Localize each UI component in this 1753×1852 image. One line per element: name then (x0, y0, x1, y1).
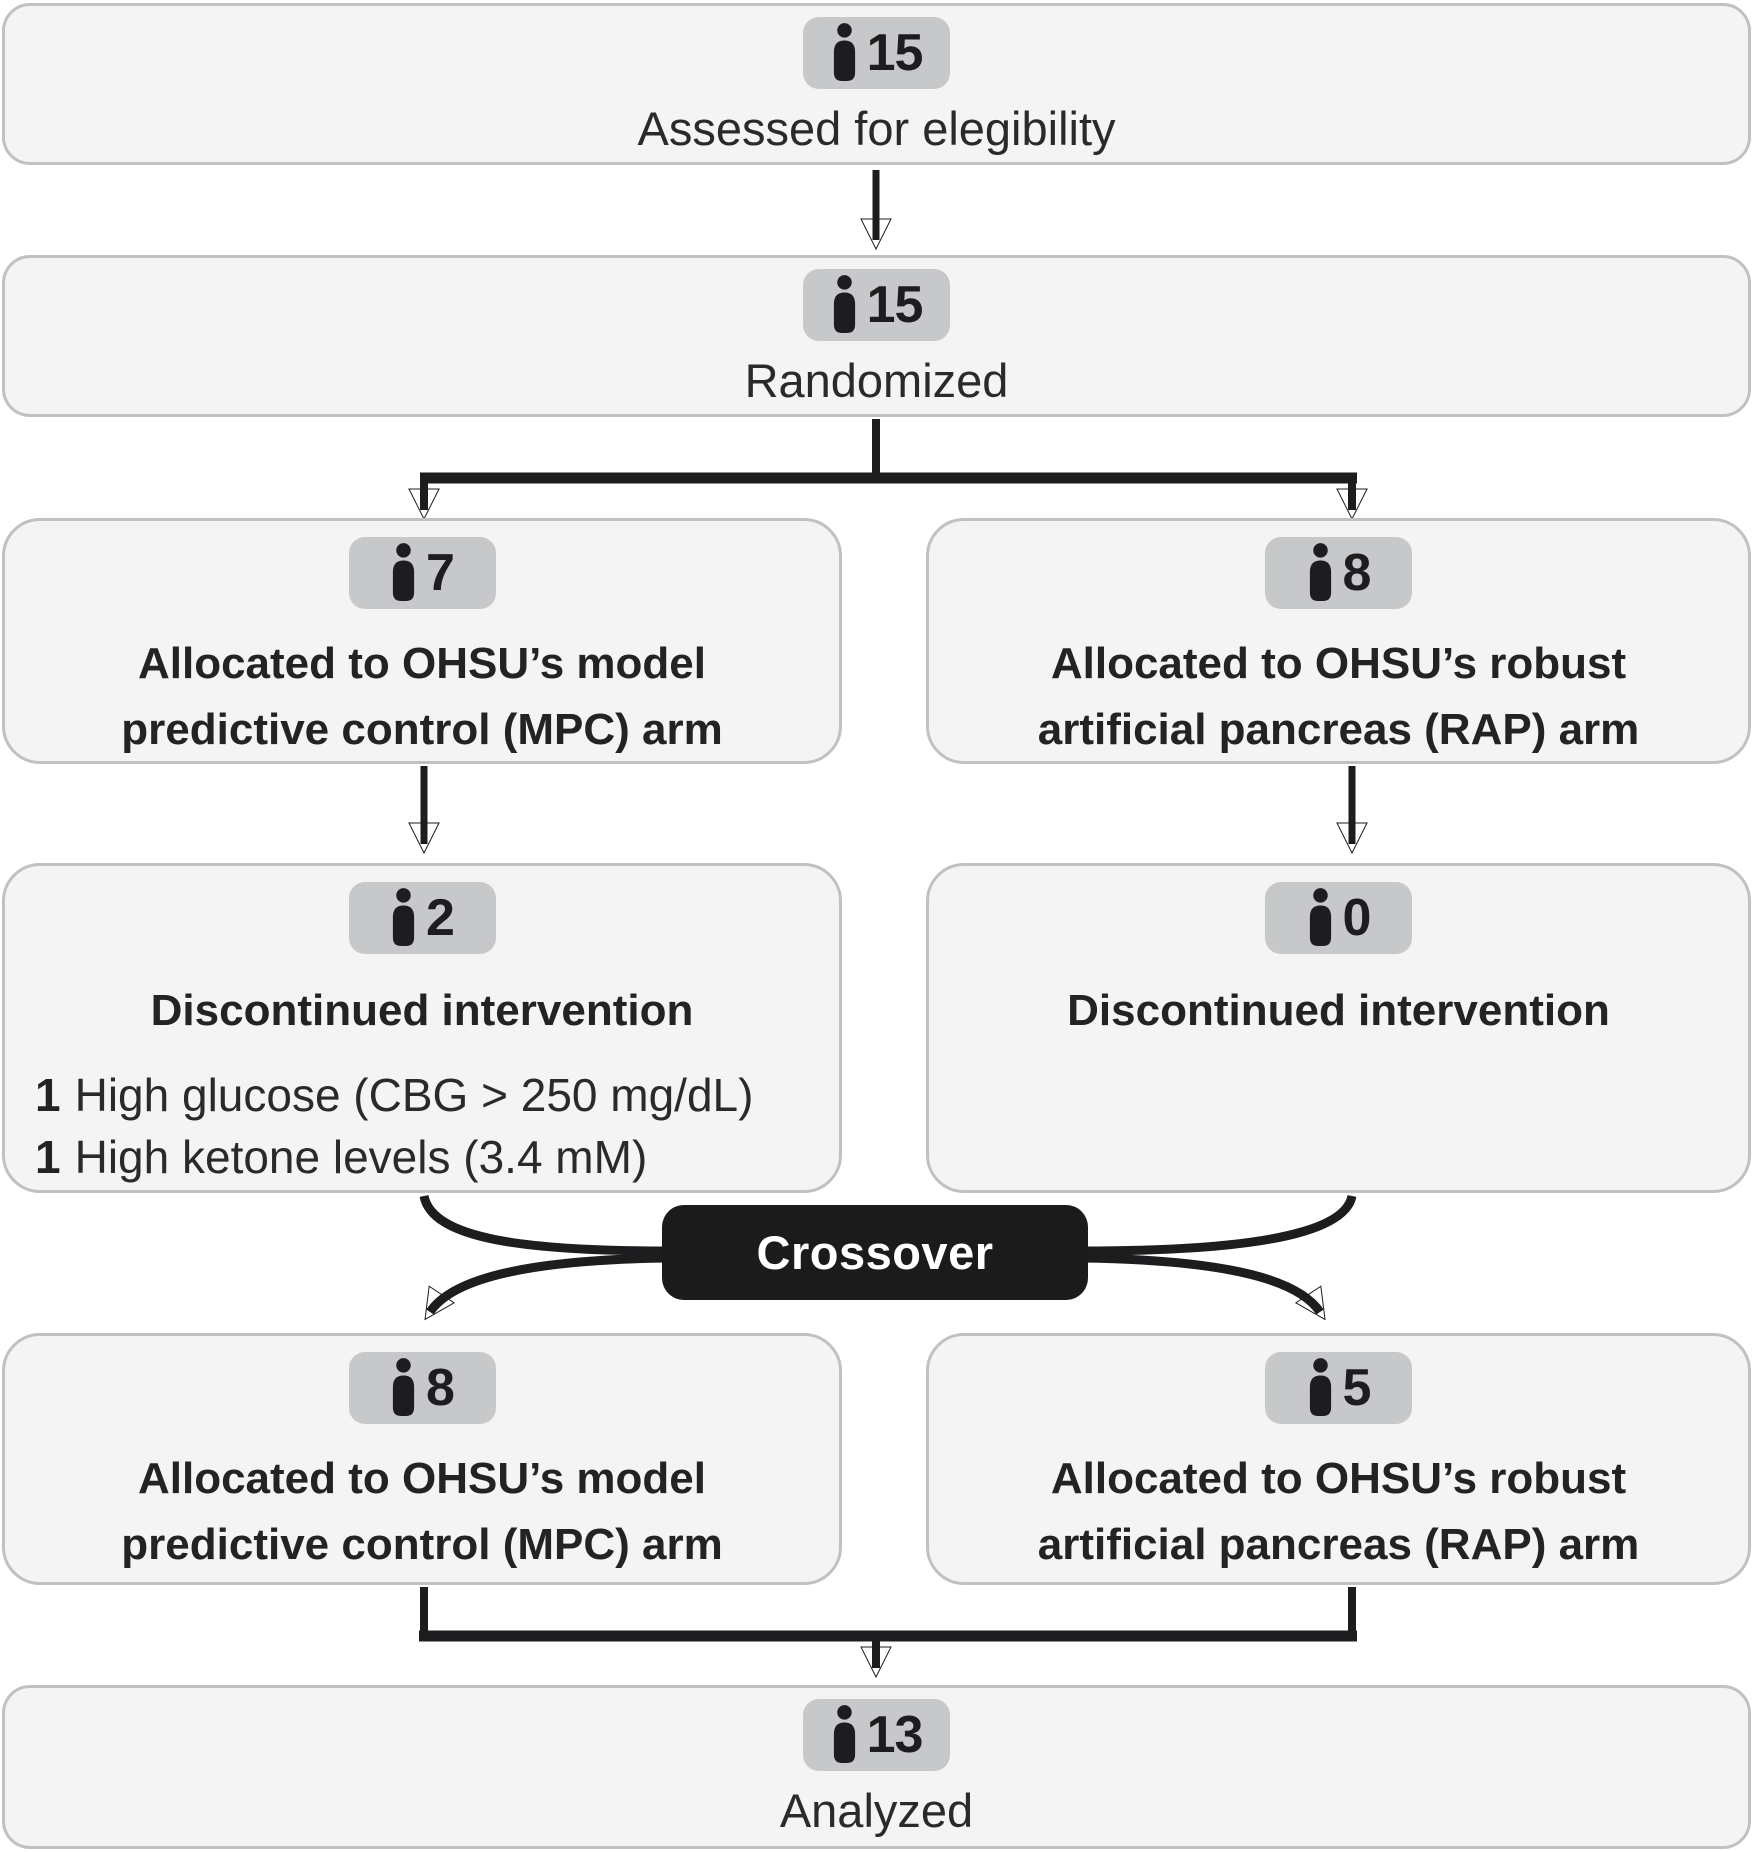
count-badge: 15 (803, 269, 950, 341)
node-label: Analyzed (779, 1784, 974, 1837)
person-icon (833, 23, 855, 81)
node-discontinued-rap: 0 Discontinued intervention (926, 863, 1751, 1193)
person-icon (1309, 1358, 1331, 1416)
count-value: 8 (1342, 544, 1372, 602)
node-label: Discontinued intervention (150, 986, 694, 1035)
count-badge: 8 (348, 1352, 496, 1424)
node-allocated-rap: 8 Allocated to OHSU’s robust artificial … (926, 518, 1751, 764)
connector-merge-to-analyzed (419, 1587, 1357, 1679)
count-value: 5 (1342, 1359, 1372, 1417)
count-badge: 15 (803, 17, 950, 89)
person-icon (1309, 888, 1331, 946)
count-badge: 13 (803, 1699, 950, 1771)
node-label: Allocated to OHSU’s model predictive con… (121, 1454, 723, 1569)
count-value: 15 (866, 24, 924, 82)
node-crossover-rap: 5 Allocated to OHSU’s robust artificial … (926, 1333, 1751, 1585)
node-label: Randomized (744, 354, 1009, 407)
person-icon (833, 1705, 855, 1763)
count-badge: 2 (348, 882, 496, 954)
person-icon (833, 275, 855, 333)
node-allocated-mpc: 7 Allocated to OHSU’s model predictive c… (2, 518, 842, 764)
reason-text: High glucose (CBG > 250 mg/dL) (74, 1069, 754, 1121)
node-analyzed: 13 Analyzed (2, 1685, 1751, 1849)
node-label: Allocated to OHSU’s model predictive con… (121, 639, 723, 754)
crossover-curve-to-mpc2 (424, 1253, 669, 1321)
count-value: 15 (866, 276, 924, 334)
reason-count: 1 (35, 1131, 61, 1183)
node-crossover-mpc: 8 Allocated to OHSU’s model predictive c… (2, 1333, 842, 1585)
crossover-curve-from-rap (1081, 1194, 1357, 1256)
node-label: Allocated to OHSU’s robust artificial pa… (1037, 1454, 1640, 1569)
count-value: 7 (426, 544, 455, 602)
person-icon (392, 543, 415, 601)
count-value: 13 (866, 1706, 924, 1764)
person-icon (1309, 543, 1331, 601)
count-badge: 8 (1265, 537, 1412, 609)
node-label: Assessed for elegibility (637, 102, 1116, 155)
reason-count: 1 (35, 1069, 61, 1121)
crossover-label: Crossover (756, 1226, 994, 1279)
crossover-curve-from-mpc (419, 1194, 669, 1256)
count-value: 2 (426, 889, 455, 947)
node-label: Discontinued intervention (1067, 986, 1610, 1035)
crossover-node: Crossover (662, 1205, 1088, 1300)
node-label: Allocated to OHSU’s robust artificial pa… (1037, 639, 1640, 754)
reason-text: High ketone levels (3.4 mM) (74, 1131, 648, 1183)
crossover-curve-to-rap2 (1081, 1253, 1326, 1321)
person-icon (392, 1358, 415, 1416)
count-value: 8 (426, 1359, 455, 1417)
count-badge: 7 (348, 537, 496, 609)
count-badge: 0 (1265, 882, 1412, 954)
connector-randomized-split (408, 419, 1368, 521)
person-icon (392, 888, 415, 946)
count-value: 0 (1342, 889, 1372, 947)
count-badge: 5 (1265, 1352, 1412, 1424)
node-randomized: 15 Randomized (2, 255, 1751, 417)
node-assessed: 15 Assessed for elegibility (2, 3, 1751, 165)
